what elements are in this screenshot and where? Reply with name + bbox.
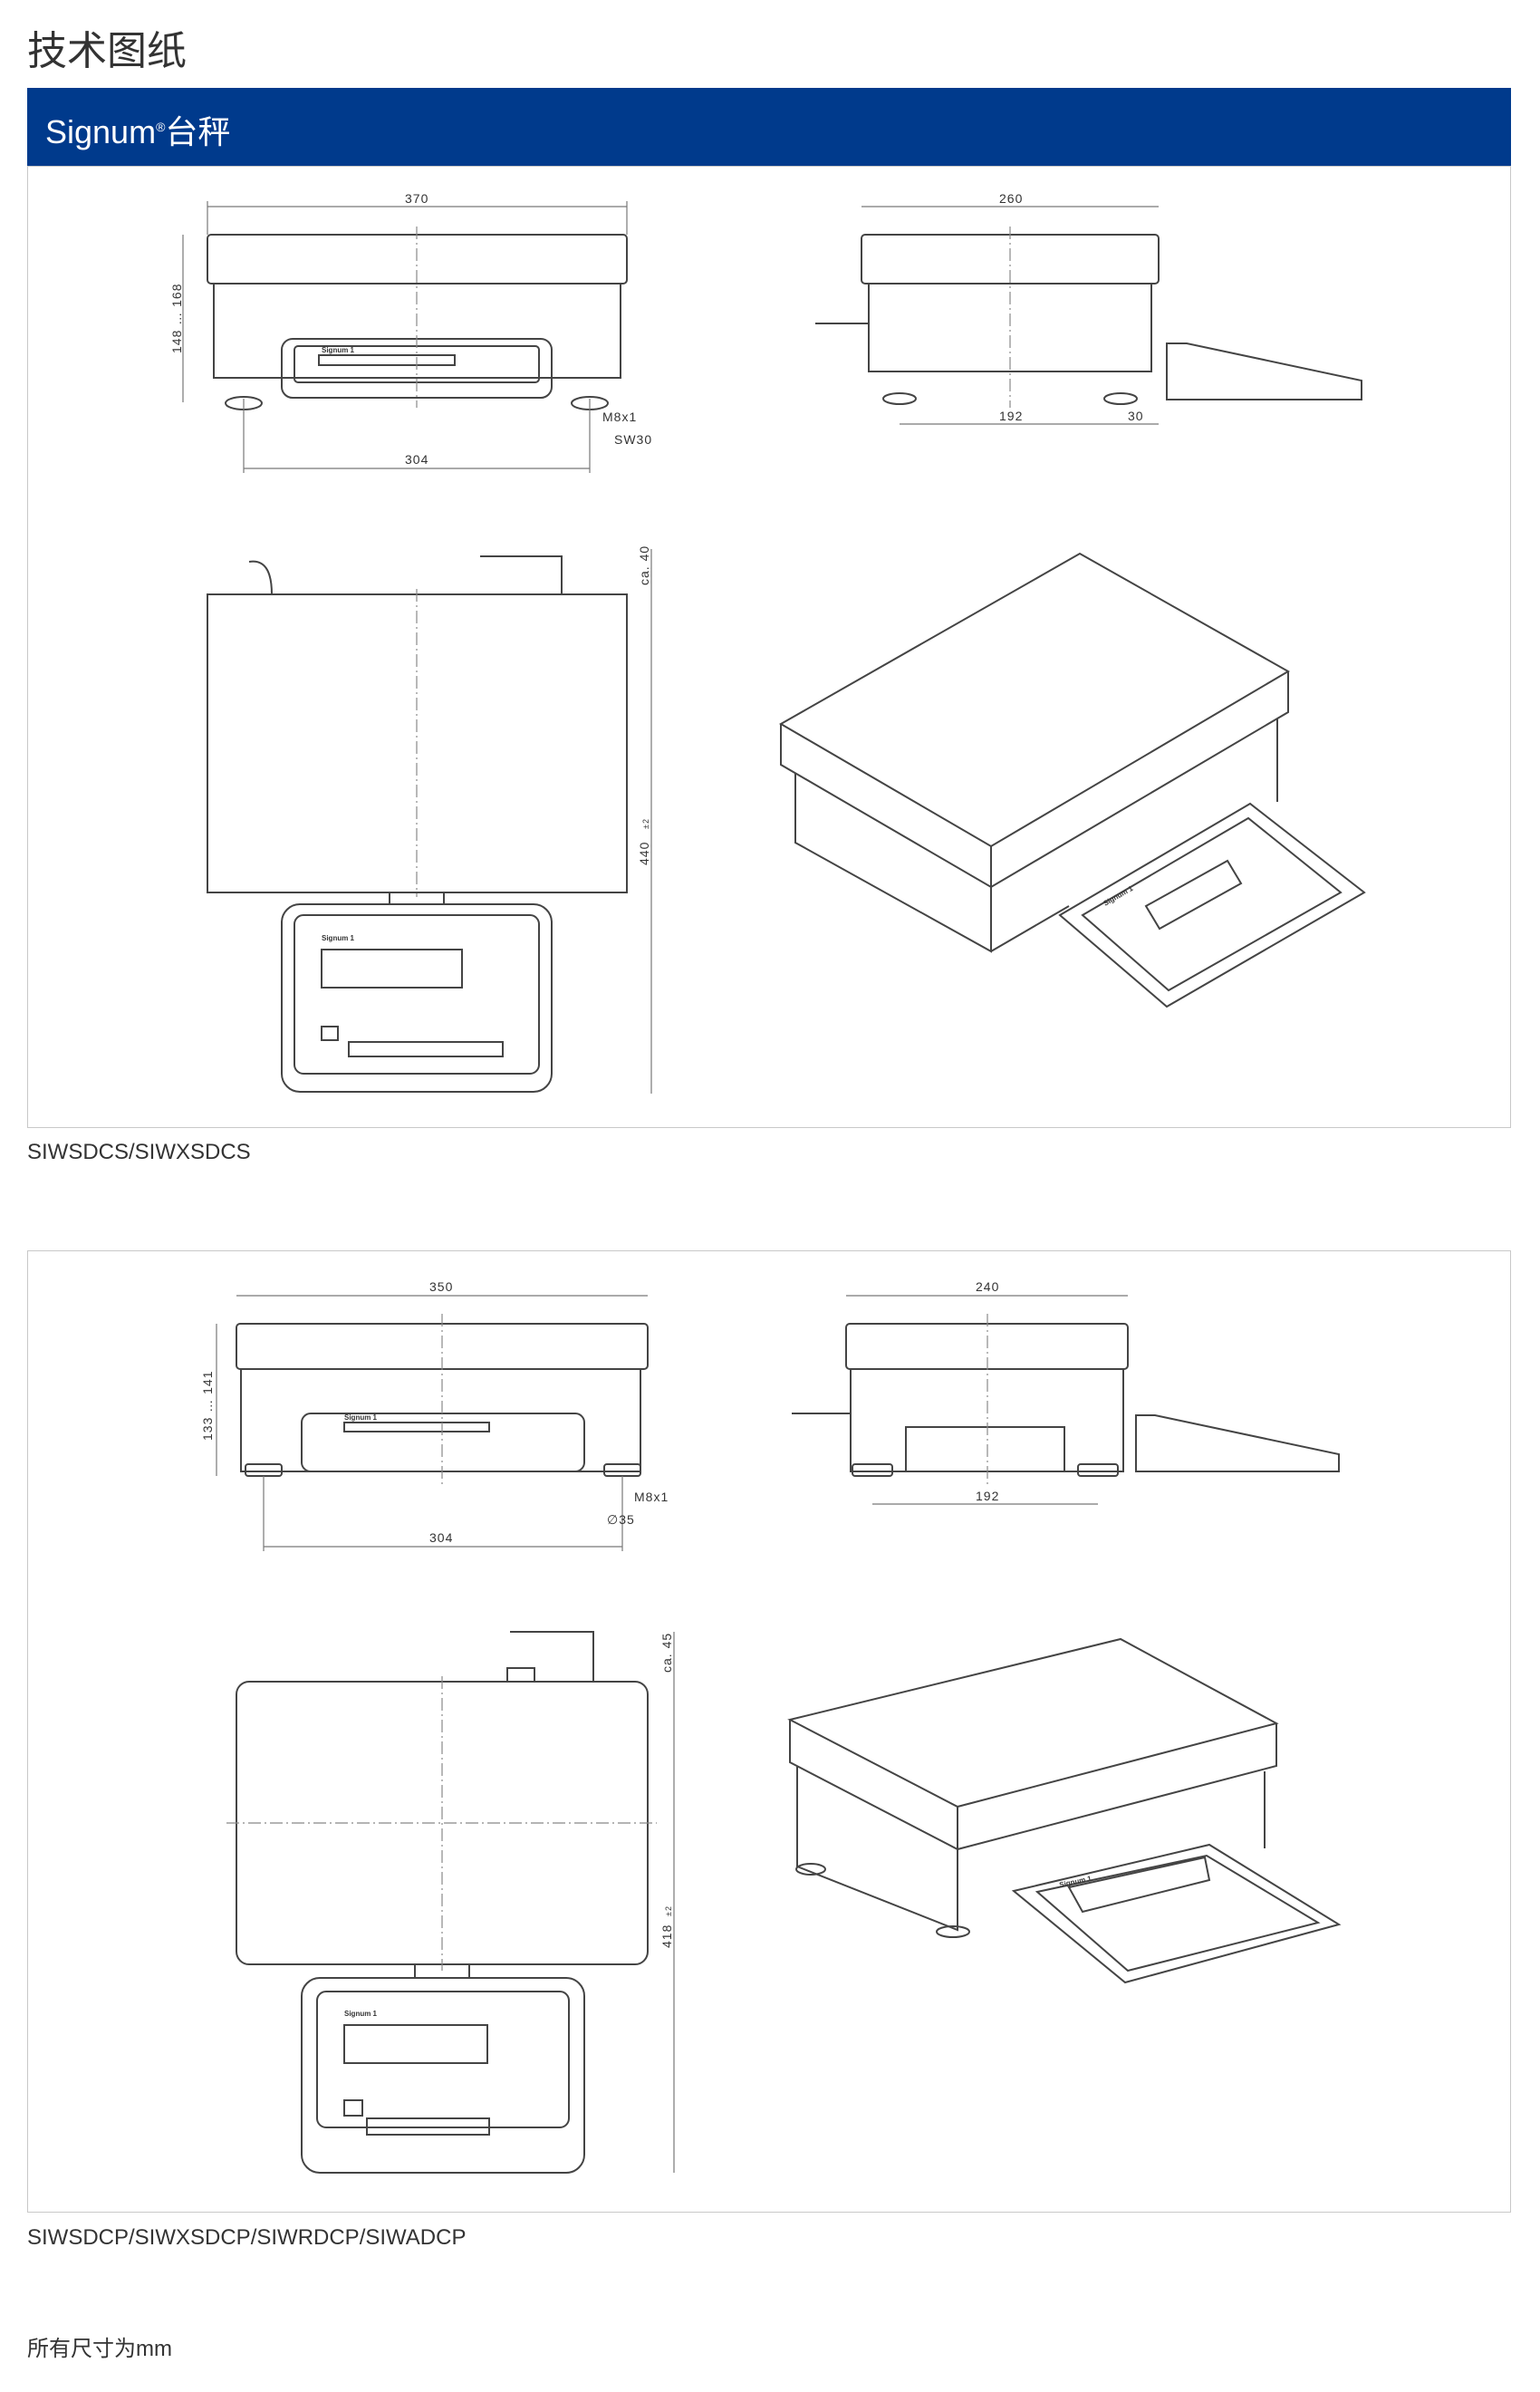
front-view-1: 370 148 … 168 304 M8x1 SW30 Signum 1 bbox=[169, 191, 652, 473]
side-view-2: 240 192 bbox=[792, 1279, 1340, 1505]
drawing-panel-2 bbox=[27, 1250, 1511, 2213]
dim-wrench: SW30 bbox=[614, 432, 652, 447]
section-title: Signum®台秤 bbox=[45, 113, 231, 150]
dim-depth: 260 bbox=[999, 191, 1023, 206]
side-view-1: 260 192 30 bbox=[815, 191, 1362, 425]
dim-foot-span: 304 bbox=[405, 452, 428, 467]
dim-offset: 30 bbox=[1128, 409, 1144, 423]
iso-view-2: Signum 1 bbox=[787, 1637, 1342, 1984]
dim-foot-span-side: 192 bbox=[976, 1489, 999, 1503]
dim-foot-span-side: 192 bbox=[999, 409, 1023, 423]
section-header: Signum®台秤 bbox=[27, 88, 1511, 166]
dim-foot-span: 304 bbox=[429, 1530, 453, 1545]
svg-text:Signum 1: Signum 1 bbox=[344, 1413, 378, 1422]
dim-height: 133 … 141 bbox=[200, 1371, 215, 1442]
dim-height: 148 … 168 bbox=[169, 284, 184, 354]
model-caption-1: SIWSDCS/SIWXSDCS bbox=[27, 1140, 251, 1164]
dim-foot-dia: ∅35 bbox=[607, 1512, 635, 1527]
svg-text:Signum 1: Signum 1 bbox=[322, 934, 355, 942]
svg-text:Signum 1: Signum 1 bbox=[344, 2010, 378, 2018]
dim-cable: ca. 40 bbox=[637, 545, 651, 585]
svg-text:Signum 1: Signum 1 bbox=[322, 346, 355, 354]
dim-width: 350 bbox=[429, 1279, 453, 1294]
dim-thread: M8x1 bbox=[634, 1490, 669, 1504]
dim-length: 418 bbox=[659, 1924, 674, 1948]
front-view-2: 350 133 … 141 304 M8x1 ∅35 Signum 1 bbox=[200, 1279, 669, 1551]
dim-length: 440 bbox=[637, 842, 651, 865]
footer-note: 所有尺寸为mm bbox=[27, 2337, 172, 2361]
dim-width: 370 bbox=[405, 191, 428, 206]
dim-depth: 240 bbox=[976, 1279, 999, 1294]
drawing-panel-1 bbox=[27, 166, 1511, 1128]
dim-thread: M8x1 bbox=[602, 410, 637, 424]
svg-text:±2: ±2 bbox=[641, 818, 650, 829]
model-caption-2: SIWSDCP/SIWXSDCP/SIWRDCP/SIWADCP bbox=[27, 2225, 467, 2250]
page-title: 技术图纸 bbox=[27, 29, 187, 73]
top-view-1: ca. 40 440 ±2 Signum 1 bbox=[207, 545, 652, 1094]
top-view-2: ca. 45 418 ±2 Signum 1 bbox=[226, 1631, 675, 2174]
iso-view-1: Signum 1 bbox=[778, 552, 1366, 1008]
svg-text:±2: ±2 bbox=[664, 1905, 673, 1916]
dim-cable: ca. 45 bbox=[659, 1633, 674, 1673]
